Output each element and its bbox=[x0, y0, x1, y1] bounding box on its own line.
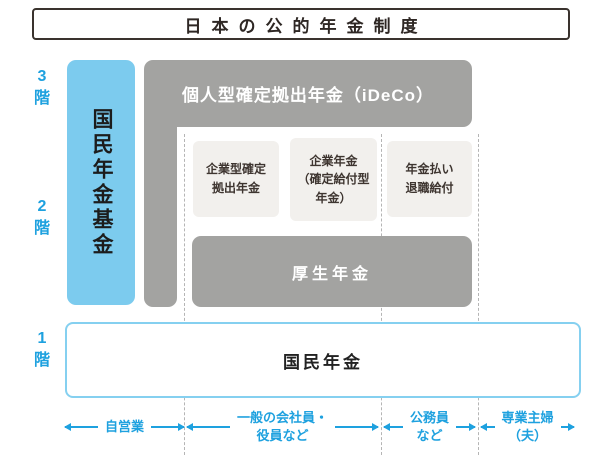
column-divider bbox=[478, 134, 479, 455]
box-label: 厚生年金 bbox=[291, 265, 372, 283]
floor-number: 2 bbox=[37, 198, 47, 215]
box-label-line: 企業年金 bbox=[309, 153, 358, 168]
category-label: 役員など bbox=[256, 428, 309, 443]
arrow-left-icon bbox=[480, 423, 495, 431]
floor-suffix: 階 bbox=[33, 219, 50, 237]
category-label: 専業主婦 bbox=[501, 409, 554, 425]
category-public-servants: 公務員 など bbox=[383, 404, 477, 450]
arrow-right-icon bbox=[456, 423, 477, 431]
box-label-line: （確定給付型 bbox=[297, 172, 370, 187]
box-label-line: 企業型確定 bbox=[205, 162, 266, 177]
floor-number: 3 bbox=[37, 68, 47, 85]
box-label: 国民年金基金 bbox=[90, 107, 113, 258]
arrow-right-icon bbox=[151, 423, 186, 431]
arrow-left-icon bbox=[64, 423, 98, 431]
box-label-line: 年金払い bbox=[405, 162, 454, 177]
ideco-left-strip bbox=[144, 100, 177, 307]
category-homemakers: 専業主婦 （夫） bbox=[480, 404, 575, 450]
arrow-left-icon bbox=[186, 423, 230, 431]
box-kosei-nenkin: 厚生年金 bbox=[192, 236, 472, 307]
floor-suffix: 階 bbox=[33, 89, 50, 107]
box-label: 国民年金 bbox=[283, 352, 363, 372]
box-corporate-db-pension: 企業年金 （確定給付型 年金） bbox=[290, 138, 377, 221]
category-label: 自営業 bbox=[105, 418, 145, 434]
arrow-right-icon bbox=[560, 423, 575, 431]
box-ideco: 個人型確定拠出年金（iDeCo） bbox=[144, 60, 472, 127]
box-corporate-dc-pension: 企業型確定 拠出年金 bbox=[193, 141, 279, 217]
category-self-employed: 自営業 bbox=[64, 404, 186, 450]
floor-suffix: 階 bbox=[33, 351, 50, 369]
column-divider bbox=[184, 134, 185, 455]
category-label: 一般の会社員・ bbox=[237, 409, 329, 425]
box-label: 個人型確定拠出年金（iDeCo） bbox=[181, 86, 435, 105]
box-kokumin-nenkin-kikin: 国民年金基金 bbox=[67, 60, 135, 305]
box-label-line: 退職給付 bbox=[405, 181, 454, 195]
floor-label-1: 1 階 bbox=[26, 328, 58, 371]
floor-label-2: 2 階 bbox=[26, 196, 58, 239]
arrow-left-icon bbox=[383, 423, 403, 431]
box-label-line: 拠出年金 bbox=[211, 181, 260, 195]
category-label: （夫） bbox=[508, 428, 548, 443]
diagram-title-box: 日本の公的年金制度 bbox=[32, 8, 570, 40]
box-label-line: 年金） bbox=[315, 190, 352, 205]
box-pension-type-retirement-benefit: 年金払い 退職給付 bbox=[387, 141, 472, 217]
category-label: 公務員 bbox=[410, 409, 450, 425]
floor-label-3: 3 階 bbox=[26, 66, 58, 109]
arrow-right-icon bbox=[335, 423, 380, 431]
page-title: 日本の公的年金制度 bbox=[184, 16, 428, 36]
box-kokumin-nenkin: 国民年金 bbox=[65, 322, 581, 398]
category-label: など bbox=[416, 428, 443, 443]
floor-number: 1 bbox=[37, 330, 47, 347]
category-company-employees: 一般の会社員・ 役員など bbox=[186, 404, 380, 450]
